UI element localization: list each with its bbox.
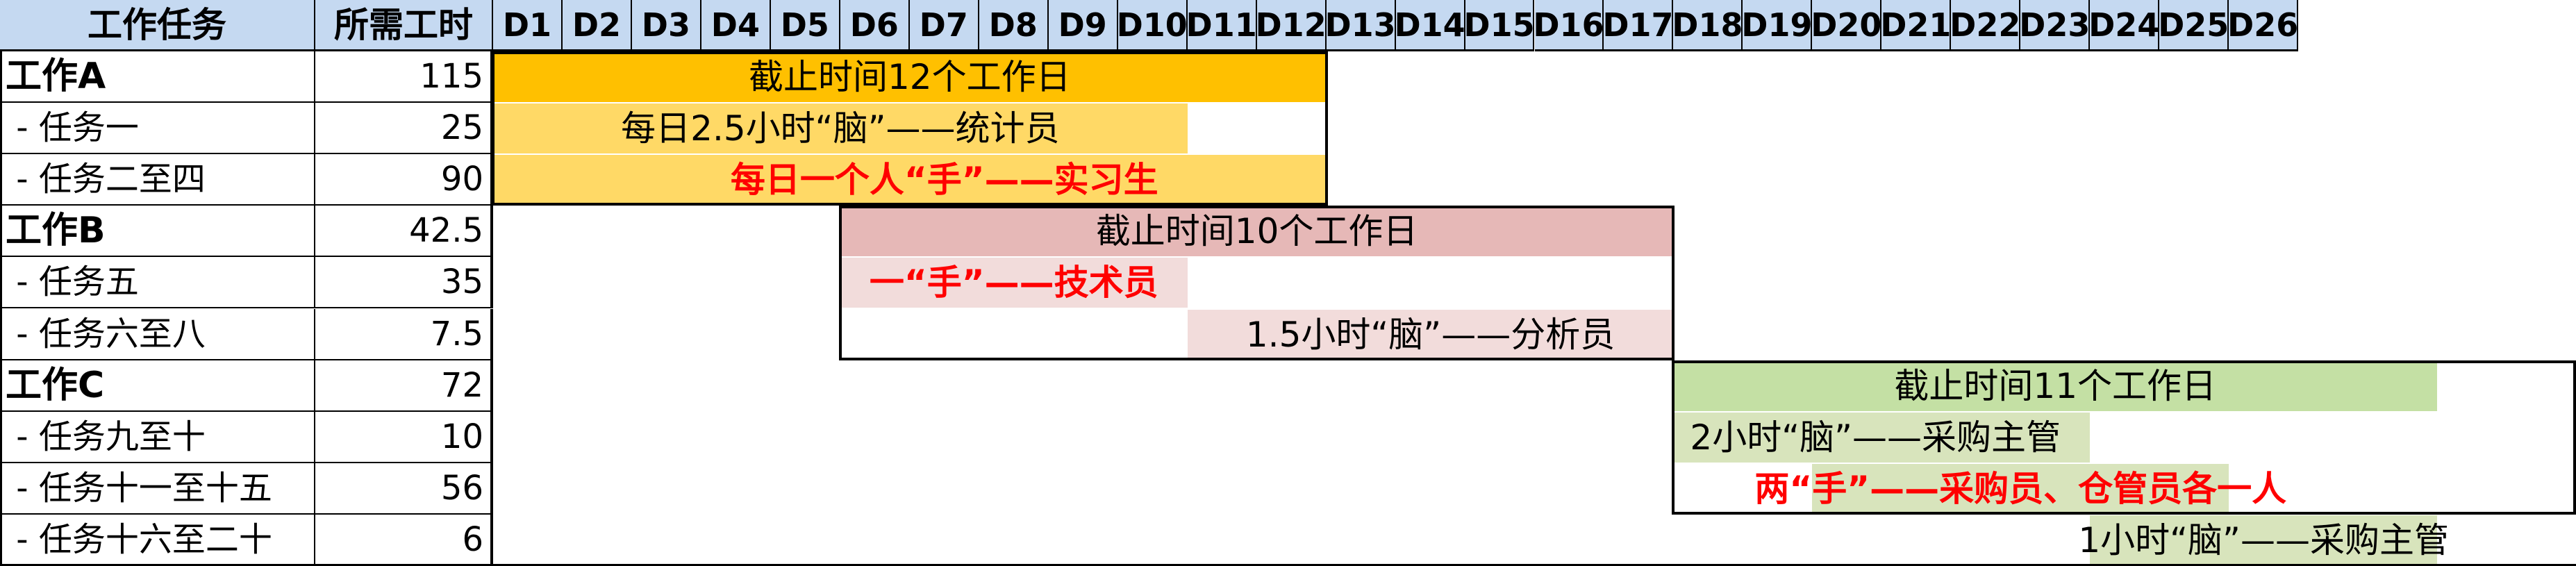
task-column-header: 工作任务 [0,0,315,51]
gantt-bar [493,155,1327,206]
gantt-bar [1673,360,2438,411]
day-header-d9: D9 [1048,0,1118,51]
bar-label: 截止时间10个工作日 [1095,211,1418,252]
day-header-d12: D12 [1256,0,1327,51]
task-name: - 任务六至八 [0,308,315,360]
day-header-d24: D24 [2088,0,2159,51]
group-name: 工作C [0,360,315,412]
day-header-d26: D26 [2227,0,2298,51]
day-header-d14: D14 [1394,0,1465,51]
table-left-border [0,51,2,566]
day-header-d13: D13 [1324,0,1396,51]
hours-value: 56 [315,463,493,515]
hours-column-header: 所需工时 [315,0,493,51]
day-header-d11: D11 [1186,0,1257,51]
hours-value: 6 [315,514,493,566]
day-header-d8: D8 [979,0,1049,51]
day-header-d20: D20 [1811,0,1881,51]
hours-value: 25 [315,103,493,155]
hours-value: 10 [315,411,493,463]
day-header-d15: D15 [1463,0,1535,51]
day-header-d18: D18 [1672,0,1743,51]
task-name: - 任务二至四 [0,154,315,206]
highlight-label: 两“手”——采购员、仓管员各一人 [1754,468,2287,509]
gantt-bar [2090,515,2438,565]
day-header-d19: D19 [1741,0,1812,51]
day-header-d5: D5 [770,0,840,51]
day-header-d1: D1 [493,0,563,51]
task-name: - 任务十一至十五 [0,463,315,515]
day-header-d17: D17 [1602,0,1674,51]
day-header-d3: D3 [631,0,701,51]
gantt-bar [1673,412,2091,463]
bar-label: 1.5小时“脑”——分析员 [1245,314,1615,355]
day-header-d25: D25 [2158,0,2229,51]
gantt-bar [1812,463,2229,514]
hours-value: 42.5 [315,206,493,258]
day-header-d10: D10 [1117,0,1188,51]
day-header-d6: D6 [840,0,910,51]
hours-value: 7.5 [315,308,493,360]
day-header-d22: D22 [1950,0,2020,51]
day-header-d16: D16 [1533,0,1604,51]
task-name: - 任务一 [0,103,315,155]
bar-label: 1小时“脑”——采购主管 [2078,519,2449,560]
gantt-bar [1187,309,1674,360]
gantt-bar [493,103,1188,154]
highlight-label: 每日一个人“手”——实习生 [730,160,1158,201]
group-name: 工作A [0,51,315,103]
bar-label: 2小时“脑”——采购主管 [1690,417,2061,458]
gantt-bar [493,52,1327,103]
hours-value: 115 [315,51,493,103]
gantt-bar [840,206,1674,257]
bar-label: 每日2.5小时“脑”——统计员 [621,108,1060,149]
bar-label: 截止时间11个工作日 [1894,365,2217,406]
task-name: - 任务五 [0,257,315,309]
day-header-d7: D7 [909,0,979,51]
hours-value: 72 [315,360,493,412]
highlight-label: 一“手”——技术员 [869,263,1158,303]
hours-value: 90 [315,154,493,206]
day-header-d2: D2 [562,0,632,51]
task-name: - 任务十六至二十 [0,514,315,566]
bar-label: 截止时间12个工作日 [748,57,1071,98]
day-header-d4: D4 [701,0,771,51]
task-name: - 任务九至十 [0,411,315,463]
table-bottom-border [0,564,2576,566]
group-name: 工作B [0,206,315,258]
day-header-d23: D23 [2019,0,2090,51]
day-header-d21: D21 [1880,0,1951,51]
gantt-bar [840,258,1188,308]
hours-value: 35 [315,257,493,309]
